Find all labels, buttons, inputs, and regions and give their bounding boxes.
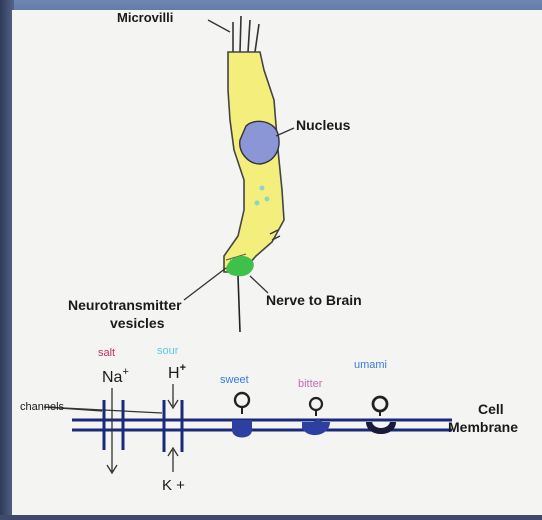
- ion-na: Na+: [102, 366, 129, 386]
- taste-cell-diagram: ooo Microvilli Nucleus Neurotransmitter …: [12, 10, 542, 515]
- umami-receptor: [366, 397, 396, 434]
- label-sour: sour: [157, 345, 179, 357]
- proton-flow-arrow: [168, 384, 178, 408]
- label-vesicles: vesicles: [110, 315, 165, 331]
- taste-cell: ooo: [224, 16, 284, 332]
- label-bitter: bitter: [298, 378, 323, 390]
- ion-h: H+: [168, 362, 186, 382]
- label-membrane: Membrane: [448, 419, 518, 435]
- label-umami: umami: [354, 359, 387, 371]
- bitter-receptor: [302, 398, 330, 435]
- ion-k: K +: [162, 477, 185, 494]
- vesicle-dot: [260, 186, 265, 191]
- vesicle-dot: [255, 201, 260, 206]
- potassium-flow-arrow: [168, 448, 178, 472]
- vesicle-dot: [265, 197, 270, 202]
- sodium-channel: [104, 400, 123, 450]
- label-neurotransmitter: Neurotransmitter: [68, 297, 182, 313]
- nerve-fiber: [238, 276, 240, 332]
- sweet-receptor: [232, 393, 252, 438]
- label-sweet: sweet: [220, 374, 249, 386]
- label-salt: salt: [98, 347, 115, 359]
- label-nerve-to-brain: Nerve to Brain: [266, 292, 362, 308]
- label-nucleus: Nucleus: [296, 117, 351, 133]
- label-microvilli: Microvilli: [117, 10, 173, 25]
- label-cell: Cell: [478, 401, 504, 417]
- microvilli: [233, 16, 259, 52]
- diagram-slide: ooo Microvilli Nucleus Neurotransmitter …: [12, 10, 542, 515]
- label-channels: channels: [20, 401, 65, 413]
- nucleus: [240, 121, 279, 164]
